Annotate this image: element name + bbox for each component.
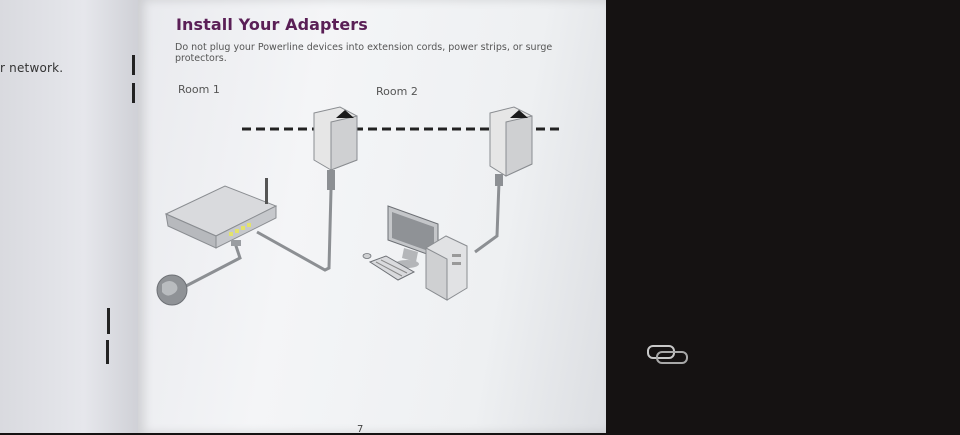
room-2-label: Room 2: [376, 85, 418, 98]
binder-mark: [106, 340, 109, 364]
binder-mark: [132, 55, 135, 75]
page-title: Install Your Adapters: [176, 15, 368, 34]
left-page-text: r network.: [0, 61, 64, 75]
ethernet-cable: [256, 189, 333, 272]
binder-clip-icon: [647, 345, 688, 364]
ethernet-cable: [474, 181, 501, 254]
computer-monitor-icon: [387, 205, 439, 268]
binder-mark: [132, 83, 135, 103]
internet-cable: [185, 242, 242, 288]
powerline-adapter-icon: [489, 106, 533, 186]
page-number: 7: [357, 424, 364, 435]
binder-mark: [107, 308, 110, 334]
keyboard-icon: [362, 253, 416, 281]
powerline-adapter-icon: [313, 106, 358, 190]
computer-tower-icon: [425, 235, 468, 301]
router-icon: [164, 178, 278, 249]
warning-text: Do not plug your Powerline devices into …: [175, 42, 553, 64]
room-1-label: Room 1: [178, 83, 220, 96]
left-page: r network.: [0, 0, 140, 433]
globe-icon: [156, 274, 188, 306]
